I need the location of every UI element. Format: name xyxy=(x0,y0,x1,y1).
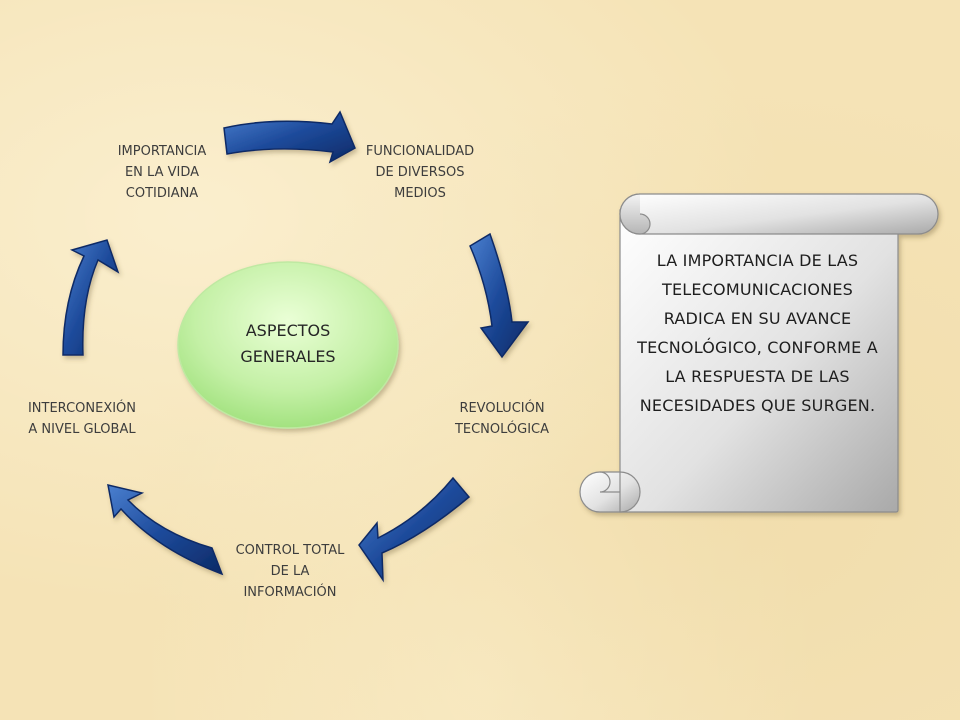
scroll-text: LA IMPORTANCIA DE LAS TELECOMUNICACIONES… xyxy=(637,251,878,415)
arrow-importancia-to-funcionalidad xyxy=(223,110,356,164)
arrow-revolucion-to-control xyxy=(358,476,471,583)
node-label-importancia: IMPORTANCIA EN LA VIDA COTIDIANA xyxy=(117,144,207,201)
scroll-top-roll xyxy=(619,193,939,235)
node-label-funcionalidad: FUNCIONALIDAD DE DIVERSOS MEDIOS xyxy=(365,144,475,201)
center-ellipse xyxy=(177,261,399,429)
arrow-funcionalidad-to-revolucion xyxy=(469,232,530,359)
scroll-shape xyxy=(579,193,939,513)
node-label-interconexion: INTERCONEXIÓN A NIVEL GLOBAL xyxy=(27,401,137,437)
center-label: ASPECTOS GENERALES xyxy=(240,321,336,366)
scroll-bottom-curl xyxy=(599,471,620,493)
node-label-revolucion: REVOLUCIÓN TECNOLÓGICA xyxy=(454,401,550,437)
cycle-arrows xyxy=(62,110,530,583)
node-label-control: CONTROL TOTAL DE LA INFORMACIÓN xyxy=(235,543,345,600)
arrow-interconexion-to-importancia xyxy=(62,239,120,356)
scroll-body xyxy=(619,209,899,513)
arrow-control-to-interconexion xyxy=(107,484,224,576)
scroll-top-curl xyxy=(619,193,651,235)
